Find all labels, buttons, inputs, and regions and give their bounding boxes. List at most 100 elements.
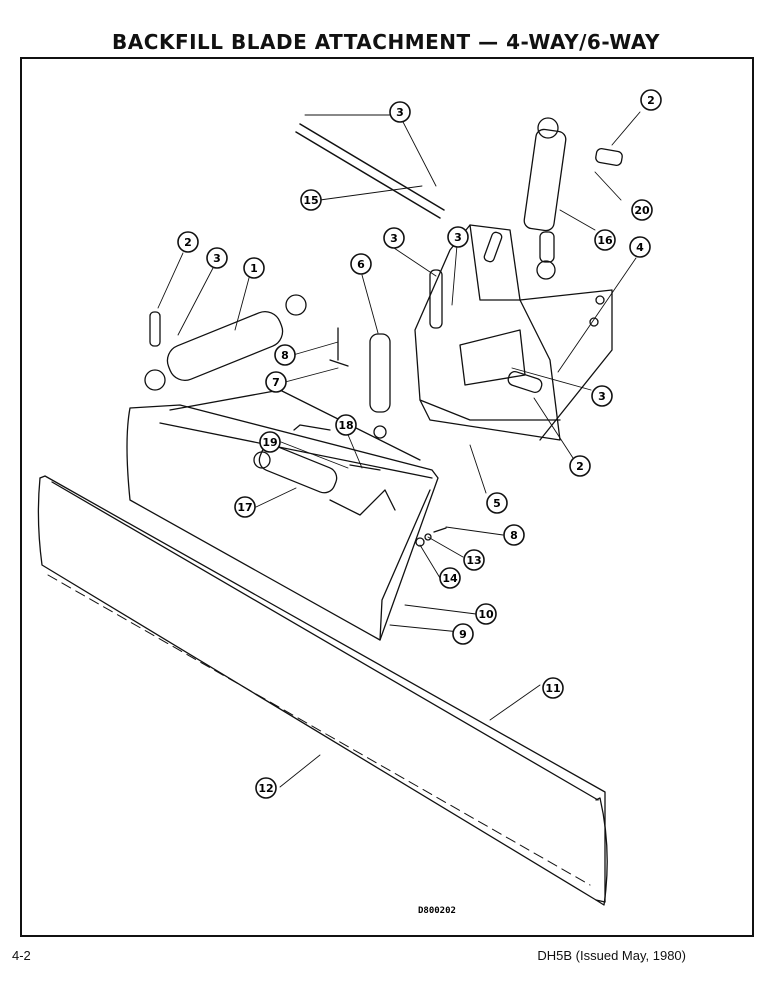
callout-number: 1 xyxy=(250,262,258,275)
callout-3: 3 xyxy=(206,247,228,269)
callout-circle xyxy=(300,189,322,211)
callout-circle xyxy=(206,247,228,269)
callout-2: 2 xyxy=(569,455,591,477)
callout-19: 19 xyxy=(259,431,281,453)
callout-circle xyxy=(177,231,199,253)
callout-number: 20 xyxy=(634,204,650,217)
callout-number: 5 xyxy=(493,497,501,510)
callout-number: 17 xyxy=(237,501,252,514)
callout-number: 3 xyxy=(396,106,404,119)
callout-number: 3 xyxy=(213,252,221,265)
callout-number: 13 xyxy=(466,554,481,567)
blade-front-edge xyxy=(39,475,606,903)
callout-number: 8 xyxy=(510,529,518,542)
pin-2-top xyxy=(595,147,623,167)
callout-number: 15 xyxy=(303,194,318,207)
callout-17: 17 xyxy=(234,496,256,518)
pin-2-left xyxy=(149,311,161,347)
pin-6 xyxy=(369,333,391,413)
callout-number: 4 xyxy=(636,241,644,254)
callout-18: 18 xyxy=(335,414,357,436)
callout-9: 9 xyxy=(452,623,474,645)
callout-8: 8 xyxy=(274,344,296,366)
callout-number: 3 xyxy=(598,390,606,403)
blade-end xyxy=(595,797,608,906)
callout-13: 13 xyxy=(463,549,485,571)
document-reference: DH5B (Issued May, 1980) xyxy=(537,948,686,963)
callout-14: 14 xyxy=(439,567,461,589)
callout-circle xyxy=(463,549,485,571)
callout-circle xyxy=(503,524,525,546)
callout-circle xyxy=(452,623,474,645)
callout-circle xyxy=(631,199,653,221)
center-cylinder xyxy=(258,444,338,494)
callout-number: 2 xyxy=(576,460,584,473)
mount-plate-4 xyxy=(519,289,613,441)
callout-circle xyxy=(475,603,497,625)
callout-circle xyxy=(383,227,405,249)
callout-circle xyxy=(350,253,372,275)
callout-number: 11 xyxy=(545,682,560,695)
callout-1: 1 xyxy=(243,257,265,279)
callout-circle xyxy=(389,101,411,123)
callout-7: 7 xyxy=(265,371,287,393)
diagram-frame xyxy=(20,57,754,937)
callout-number: 19 xyxy=(262,436,277,449)
callout-number: 14 xyxy=(442,572,458,585)
callout-number: 10 xyxy=(478,608,494,621)
left-cylinder xyxy=(166,311,284,381)
callout-number: 18 xyxy=(338,419,353,432)
a-frame-bracket xyxy=(414,224,561,441)
callout-3: 3 xyxy=(591,385,613,407)
callout-number: 7 xyxy=(272,376,280,389)
callout-circle xyxy=(629,236,651,258)
callout-circle xyxy=(265,371,287,393)
drawing-number: D800202 xyxy=(418,906,456,916)
pin-16 xyxy=(429,269,443,329)
callout-20: 20 xyxy=(631,199,653,221)
mounting-frame xyxy=(126,404,439,641)
callout-3: 3 xyxy=(383,227,405,249)
callout-circle xyxy=(335,414,357,436)
callout-circle xyxy=(274,344,296,366)
callout-12: 12 xyxy=(255,777,277,799)
pin-2-right xyxy=(507,370,543,394)
blade-outline xyxy=(37,477,606,903)
callout-5: 5 xyxy=(486,492,508,514)
right-cylinder xyxy=(523,128,567,232)
callout-3: 3 xyxy=(447,226,469,248)
callout-15: 15 xyxy=(300,189,322,211)
callout-circle xyxy=(640,89,662,111)
callout-6: 6 xyxy=(350,253,372,275)
callout-circle xyxy=(447,226,469,248)
callout-number: 3 xyxy=(454,231,462,244)
callout-circle xyxy=(255,777,277,799)
callout-number: 2 xyxy=(647,94,655,107)
page-number: 4-2 xyxy=(12,948,31,963)
callout-circle xyxy=(439,567,461,589)
callout-circle xyxy=(243,257,265,279)
callout-number: 6 xyxy=(357,258,365,271)
callout-8: 8 xyxy=(503,524,525,546)
callout-number: 16 xyxy=(597,234,613,247)
callout-10: 10 xyxy=(475,603,497,625)
callout-4: 4 xyxy=(629,236,651,258)
callout-circle xyxy=(569,455,591,477)
callout-circle xyxy=(542,677,564,699)
callout-16: 16 xyxy=(594,229,616,251)
page-title: BACKFILL BLADE ATTACHMENT — 4-WAY/6-WAY xyxy=(112,30,660,54)
callout-3: 3 xyxy=(389,101,411,123)
callout-2: 2 xyxy=(177,231,199,253)
blade-top-edge xyxy=(51,481,599,801)
callout-number: 3 xyxy=(390,232,398,245)
callout-11: 11 xyxy=(542,677,564,699)
callout-number: 2 xyxy=(184,236,192,249)
callout-number: 8 xyxy=(281,349,289,362)
callout-number: 12 xyxy=(258,782,273,795)
callout-circle xyxy=(486,492,508,514)
callout-number: 9 xyxy=(459,628,467,641)
callout-2: 2 xyxy=(640,89,662,111)
rod-15 xyxy=(295,123,445,219)
